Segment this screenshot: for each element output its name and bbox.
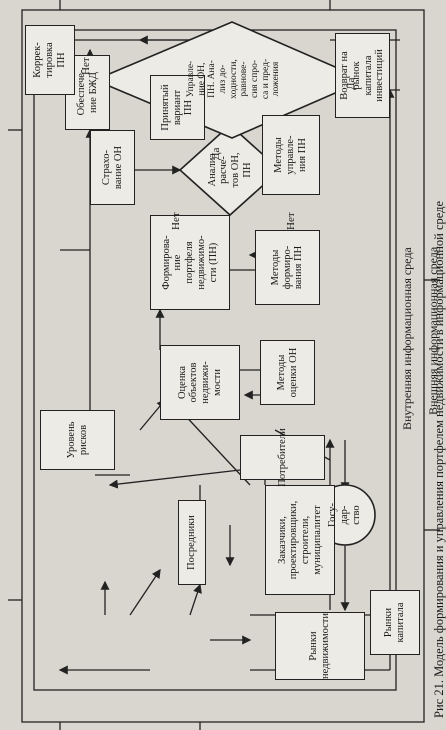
- consumers-box: Потребители: [240, 428, 325, 487]
- portfolio-formation-box: Формирова- ние портфеля недвижимо- сти (…: [150, 215, 230, 310]
- risk-level-box: Уровень рисков: [40, 410, 115, 470]
- management-methods-box: Методы управле- ния ПН: [262, 115, 320, 195]
- formation-methods-box: Методы формиро- вания ПН: [255, 230, 320, 305]
- correction-box: Коррек- тировка ПН: [25, 25, 75, 95]
- insurance-box: Страхо- вание ОН: [90, 130, 135, 205]
- internal-env-label: Внутренняя информационная среда: [400, 247, 414, 430]
- valuation-box: Оценка объектов недвижи- мости: [160, 345, 240, 420]
- management-decision-label: Управле- ние ОН, ПН. Ана- лиз до- ходнос…: [186, 58, 282, 100]
- no-label-management: Нет: [80, 57, 92, 75]
- figure-caption: Рис 21. Модель формирования и управления…: [432, 200, 446, 718]
- no-label-analysis-a: Нет: [170, 212, 182, 230]
- yes-label-management: Да: [345, 77, 357, 90]
- intermediaries-box: Посредники: [178, 500, 206, 585]
- capital-markets-box: Рынки капитала: [370, 590, 420, 655]
- no-label-analysis-b: Нет: [285, 212, 297, 230]
- external-frame: [21, 9, 425, 723]
- valuation-methods-box: Методы оценки ОН: [260, 340, 315, 405]
- return-box: Возврат на рынок капитала инвестиций: [335, 33, 390, 118]
- analysis-label: Анализ расче- тов ОН, ПН: [206, 152, 253, 188]
- state-label: Госу- дар- ство: [327, 503, 362, 527]
- yes-label-analysis: Да: [210, 147, 222, 160]
- real-estate-markets-box: Рынки недвижимости: [275, 612, 365, 680]
